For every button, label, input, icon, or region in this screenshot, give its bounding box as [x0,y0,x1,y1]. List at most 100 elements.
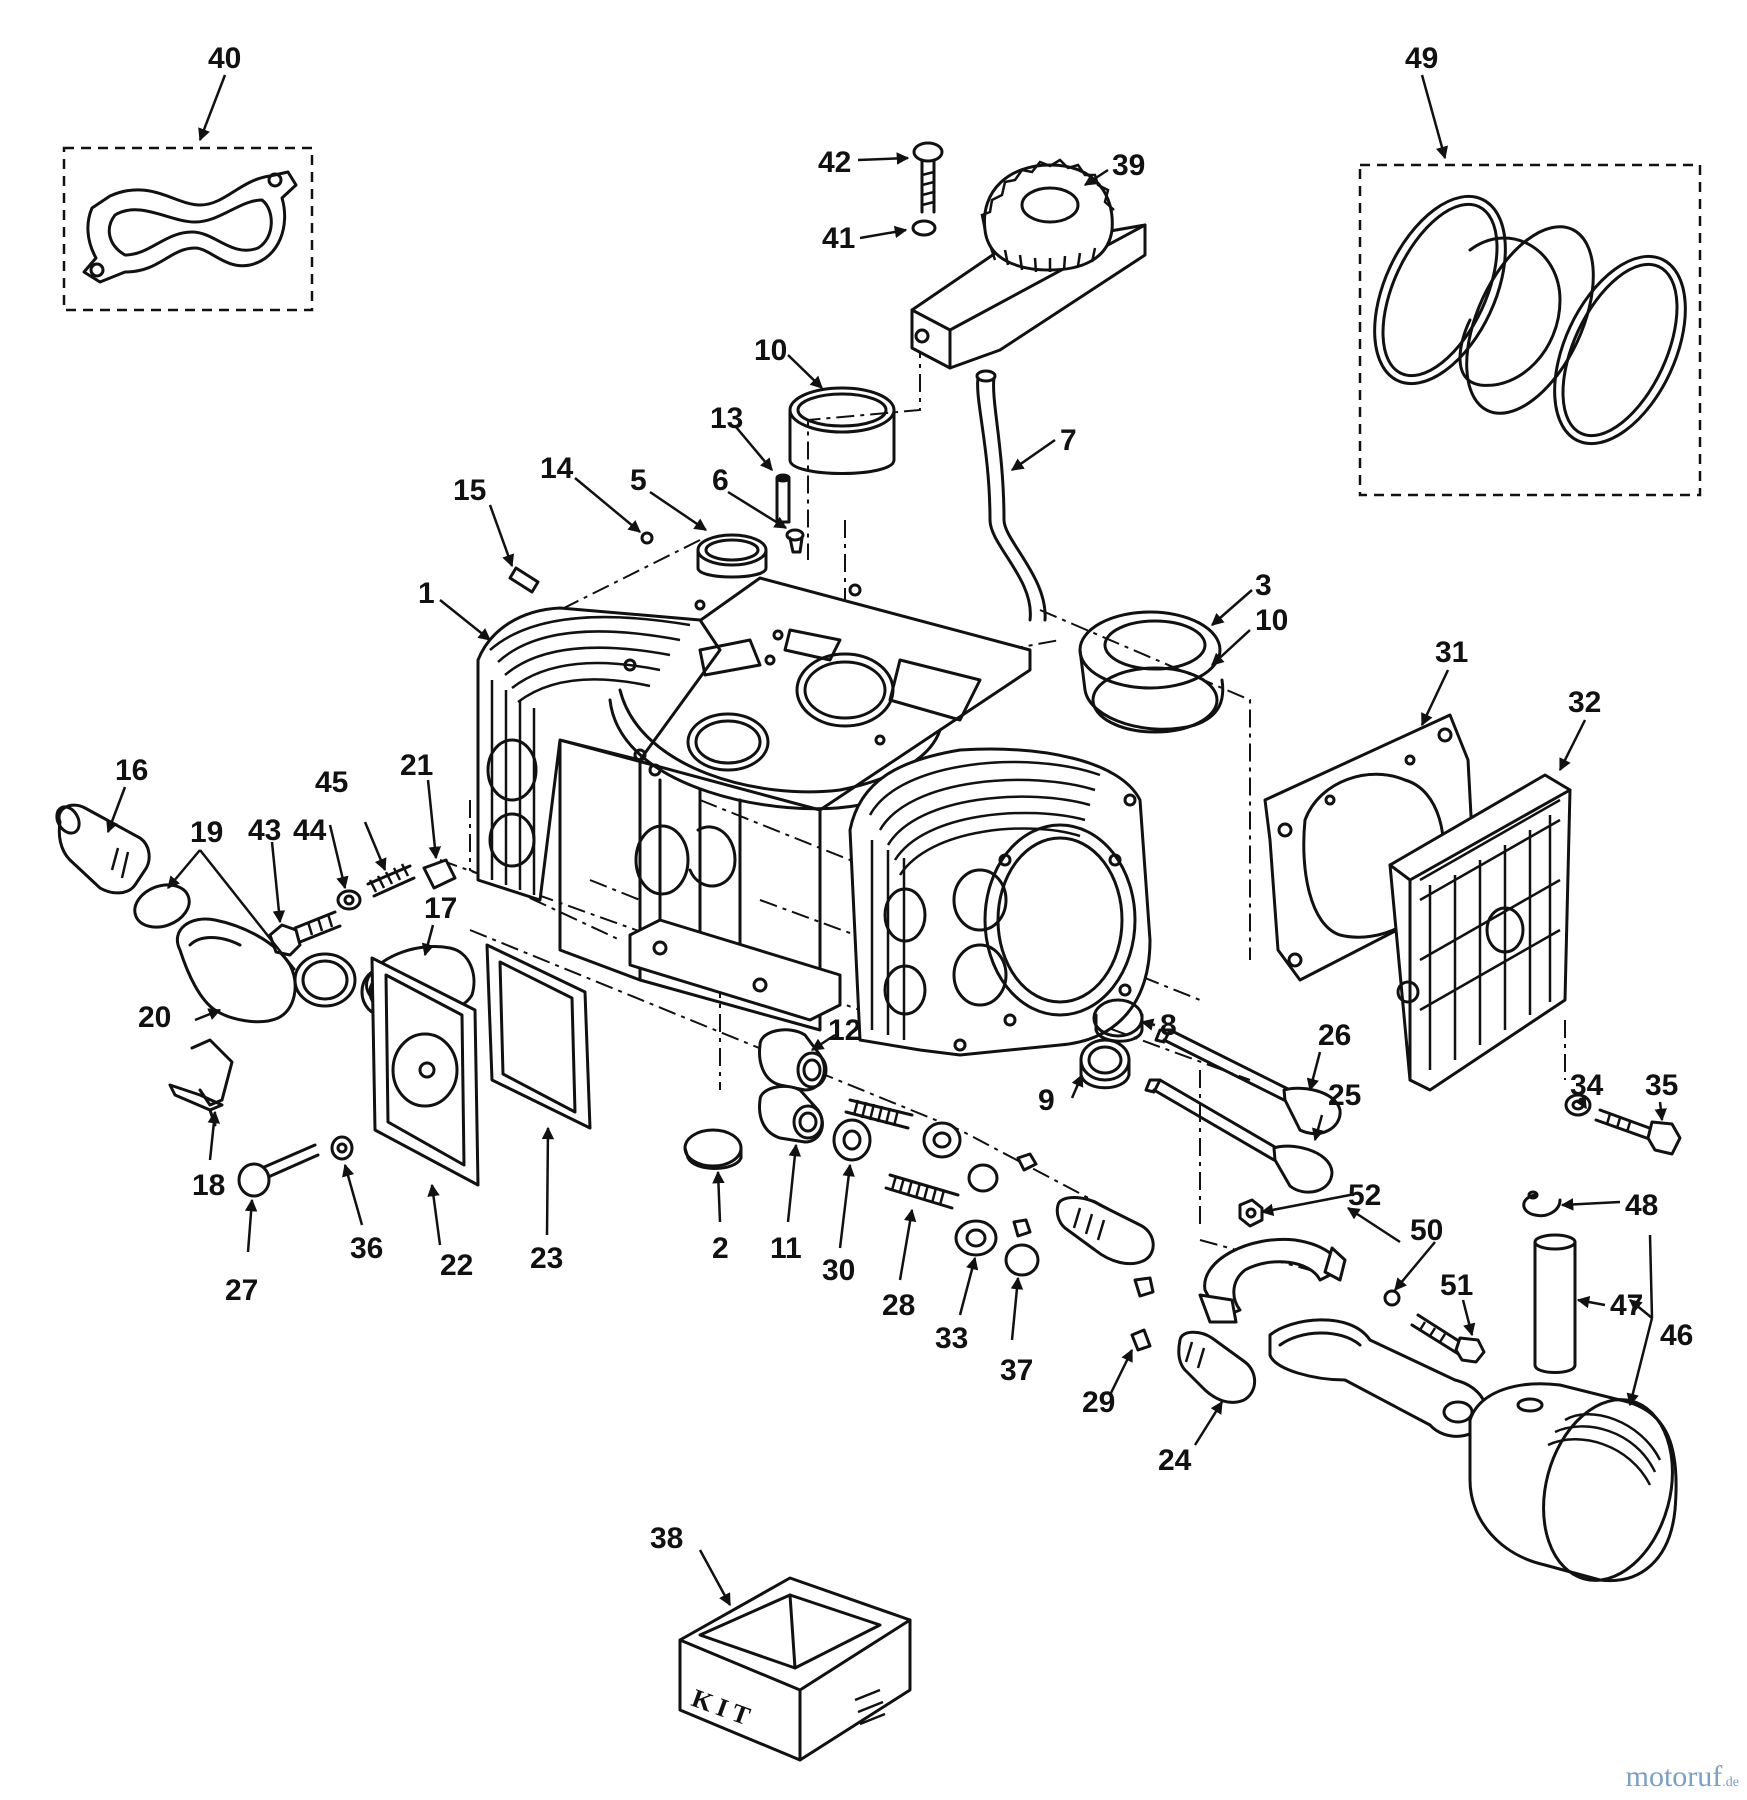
bearing-3 [1078,610,1225,734]
bolt-35 [1594,1108,1682,1156]
washer-44 [336,889,362,911]
callout-11: 11 [770,1232,802,1265]
retainer-48 [1522,1190,1562,1218]
callout-18: 18 [192,1169,225,1202]
callout-35: 35 [1645,1069,1678,1102]
oil-pump-39 [910,158,1147,370]
valve-26 [1154,1028,1342,1136]
piston-46 [1468,1382,1678,1583]
callout-10-right: 10 [1255,604,1288,637]
kit-box-38: KIT [678,1576,912,1762]
tappet-11 [758,1084,824,1144]
callout-43: 43 [248,814,281,847]
washer-41 [911,219,937,237]
callout-20: 20 [138,1001,171,1034]
callout-10-top: 10 [754,334,787,367]
callout-19: 19 [190,816,223,849]
gasket-kit-40 [62,146,314,312]
callout-2: 2 [712,1232,729,1265]
plug-21 [422,858,457,890]
callout-34: 34 [1570,1069,1604,1102]
leader-lines [106,74,1667,1607]
seat-9 [1079,1038,1131,1090]
callout-13: 13 [710,402,743,435]
callout-14: 14 [540,452,574,485]
connecting-rod-50 [1268,1289,1488,1438]
dowel-pin-15 [508,566,540,594]
callout-48: 48 [1625,1189,1658,1222]
callout-1: 1 [418,577,435,610]
callout-47: 47 [1610,1289,1643,1322]
callout-6: 6 [712,464,729,497]
callout-52: 52 [1348,1179,1381,1212]
callout-8: 8 [1160,1009,1177,1042]
rod-cap-50 [1198,1237,1347,1324]
lifter-assembly [1055,1196,1155,1298]
callout-33: 33 [935,1322,968,1355]
plug-6 [785,528,805,554]
piston-ring-kit-49 [1358,163,1702,497]
washer-36 [330,1135,354,1161]
callout-21: 21 [400,749,433,782]
dowel-pin-14 [640,531,654,545]
callout-25: 25 [1328,1079,1361,1112]
retainer-33 [954,1219,998,1257]
plug-2 [683,1128,743,1170]
callout-32: 32 [1568,686,1601,719]
spring-28 [844,1098,960,1210]
callout-31: 31 [1435,636,1468,669]
watermark-brand: motoruf [1625,1760,1723,1793]
dowel-pin-13 [775,473,791,524]
oil-seal-5 [696,533,768,579]
key-29 [1130,1328,1152,1352]
watermark-ext: .de [1722,1775,1739,1790]
piston-pin-47 [1533,1233,1577,1374]
callout-38: 38 [650,1522,683,1555]
callout-46: 46 [1660,1319,1693,1352]
callout-26: 26 [1318,1019,1351,1052]
screw-27 [237,1143,320,1198]
callout-42: 42 [818,146,851,179]
tappet-12 [758,1028,828,1092]
callout-50: 50 [1410,1214,1443,1247]
cylinder-head-32 [1388,773,1572,1092]
callout-16: 16 [115,754,148,787]
callout-39: 39 [1112,149,1145,182]
callout-17: 17 [424,892,457,925]
bearing-10-top [788,386,896,475]
lifter-24 [1177,1330,1257,1404]
breather-16 [55,803,151,895]
callout-27: 27 [225,1274,258,1307]
callout-44: 44 [293,814,327,847]
callout-30: 30 [822,1254,855,1287]
bolt-51 [1410,1313,1486,1364]
callout-36: 36 [350,1232,383,1265]
callout-9: 9 [1038,1084,1055,1117]
callout-3: 3 [1255,569,1272,602]
spring-45 [366,863,416,898]
callout-28: 28 [882,1289,915,1322]
callout-7: 7 [1060,424,1077,457]
retainer-cap [922,1121,1038,1193]
bracket-18 [168,1038,234,1127]
callout-5: 5 [630,464,647,497]
bushing-30 [832,1118,872,1162]
callout-15: 15 [453,474,486,507]
hose-20 [176,917,297,1024]
callout-49: 49 [1405,42,1438,75]
gasket-23 [485,943,592,1130]
callout-22: 22 [440,1249,473,1282]
cap-37 [1004,1218,1040,1277]
callout-37: 37 [1000,1354,1033,1387]
nut-52 [1238,1198,1264,1228]
crankcase-1 [476,576,1152,1057]
seat-8 [1092,998,1144,1043]
cover-plate-22 [370,956,480,1187]
watermark-logo: motoruf.de [1626,1760,1739,1794]
clamp-19 [133,883,357,1008]
callout-45: 45 [315,766,348,799]
callout-numbers: 40 49 42 39 41 10 13 14 5 6 7 15 1 3 10 … [115,42,1693,1555]
callout-40: 40 [208,42,241,75]
